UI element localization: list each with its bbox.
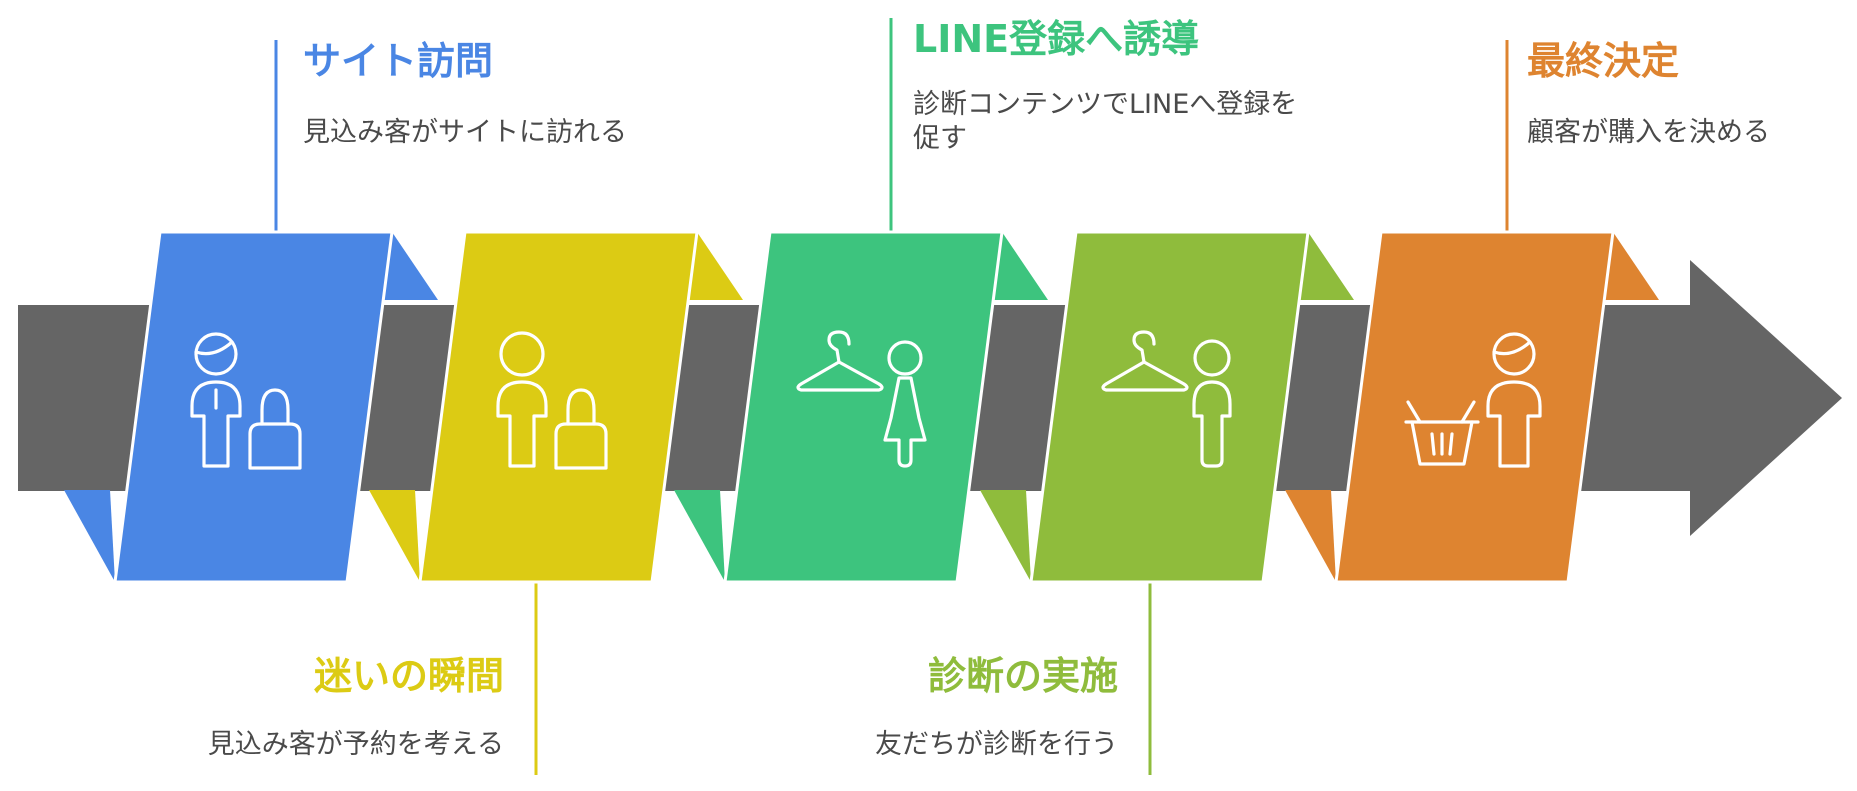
stage-panel-5	[1285, 230, 1659, 584]
stage-3-title: LINE登録へ誘導	[913, 17, 1200, 61]
panel-fold-top	[993, 232, 1048, 300]
person-with-bag-icon	[496, 331, 608, 470]
panel-body	[418, 230, 699, 584]
shopper-with-bag-icon	[190, 332, 302, 470]
connector-lines	[274, 18, 1509, 775]
stage-4-description: 友だちが診断を行う	[875, 729, 1118, 760]
stage-5-description: 顧客が購入を決める	[1527, 117, 1770, 148]
stage-panel-4	[980, 230, 1354, 584]
panel-fold-top	[688, 232, 743, 300]
arrow-head	[1690, 260, 1842, 536]
hanger-person-icon	[1101, 330, 1232, 468]
panel-fold-bottom	[674, 490, 725, 582]
stage-1-description: 見込み客がサイトに訪れる	[303, 117, 627, 148]
stage-4-title: 診断の実施	[927, 654, 1118, 698]
panel-fold-top	[383, 232, 438, 300]
stage-panel-3	[674, 230, 1048, 584]
panel-fold-bottom	[64, 490, 115, 582]
shopper-with-basket-icon	[1404, 332, 1542, 468]
panel-fold-bottom	[1285, 490, 1336, 582]
panel-fold-top	[1604, 232, 1659, 300]
stage-2-description: 見込み客が予約を考える	[207, 729, 504, 760]
stage-1-title: サイト訪問	[303, 39, 494, 83]
stage-panels	[64, 230, 1659, 584]
panel-fold-top	[1299, 232, 1354, 300]
stage-panel-1	[64, 230, 438, 584]
panel-body	[723, 230, 1004, 584]
stage-panel-2	[369, 230, 743, 584]
stage-3-description: 診断コンテンツでLINEへ登録を促す	[913, 89, 1298, 154]
stage-2-title: 迷いの瞬間	[313, 654, 504, 698]
panel-body	[1334, 230, 1615, 584]
panel-fold-bottom	[369, 490, 420, 582]
panel-fold-bottom	[980, 490, 1031, 582]
hanger-person-icon	[796, 330, 927, 468]
stage-5-title: 最終決定	[1527, 39, 1680, 83]
panel-body	[113, 230, 394, 584]
panel-body	[1029, 230, 1310, 584]
